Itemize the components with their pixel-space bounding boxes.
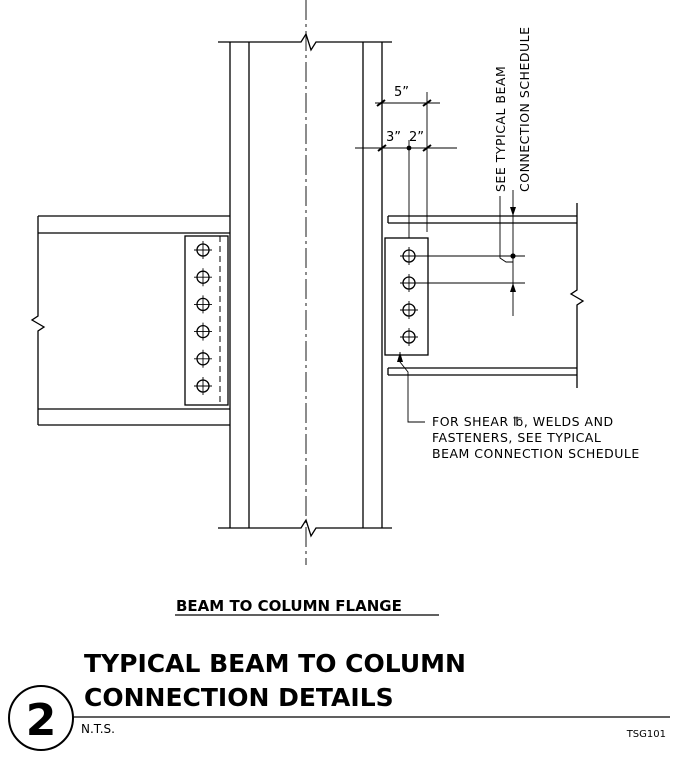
note-shear-plate-2: FASTENERS, SEE TYPICAL bbox=[432, 430, 601, 445]
note-typical-beam-1: SEE TYPICAL BEAM bbox=[493, 66, 508, 192]
dim-vertical-dot bbox=[510, 253, 516, 259]
note-shear-plate-1: FOR SHEAR ℔, WELDS AND bbox=[432, 414, 614, 429]
detail-title-line2: CONNECTION DETAILS bbox=[84, 683, 394, 712]
note-typical-beam-2: CONNECTION SCHEDULE bbox=[517, 27, 532, 192]
bolt bbox=[194, 349, 212, 368]
detail-subtitle: BEAM TO COLUMN FLANGE bbox=[176, 597, 402, 615]
left-beam bbox=[30, 215, 230, 426]
dim-vertical-arrow-top bbox=[510, 207, 516, 216]
detail-title-line1: TYPICAL BEAM TO COLUMN bbox=[84, 649, 466, 678]
note-leader-arrow bbox=[397, 352, 403, 362]
left-bolt-group bbox=[194, 241, 212, 395]
bolt bbox=[194, 241, 212, 259]
title-block: BEAM TO COLUMN FLANGE TYPICAL BEAM TO CO… bbox=[8, 597, 670, 751]
detail-number: 2 bbox=[26, 695, 57, 746]
note-shear-plate-3: BEAM CONNECTION SCHEDULE bbox=[432, 446, 640, 461]
right-shear-plate-outline bbox=[384, 237, 429, 356]
sheet-reference: TSG101 bbox=[626, 729, 666, 740]
left-shear-plate-outline bbox=[184, 235, 229, 406]
note-leader-top bbox=[499, 196, 513, 263]
right-shear-plate bbox=[384, 237, 429, 356]
right-beam bbox=[387, 203, 585, 388]
note-leader-shear-plate bbox=[399, 352, 425, 423]
bolt bbox=[194, 295, 212, 314]
detail-number-circle bbox=[8, 685, 74, 751]
detail-scale: N.T.S. bbox=[81, 722, 115, 736]
dim-5in-tick-left bbox=[376, 99, 386, 107]
dim-vertical-arrow-bottom bbox=[510, 283, 516, 292]
column bbox=[218, 0, 392, 565]
dim-2in-label: 2” bbox=[409, 130, 424, 145]
bolt bbox=[400, 328, 418, 346]
bolt bbox=[194, 377, 212, 395]
notes: SEE TYPICAL BEAM CONNECTION SCHEDULE FOR… bbox=[397, 27, 640, 461]
bolt bbox=[400, 301, 418, 319]
column-break-top bbox=[218, 32, 392, 52]
dim-3in-tick-left bbox=[377, 144, 387, 152]
bolt bbox=[400, 274, 418, 292]
dimensions: 5” 3” 2” bbox=[355, 85, 525, 316]
bolt bbox=[194, 322, 212, 341]
right-beam-break bbox=[569, 203, 585, 388]
column-break-bottom bbox=[218, 518, 392, 538]
left-shear-plate bbox=[184, 235, 229, 406]
dim-3in-label: 3” bbox=[386, 130, 401, 145]
right-bolt-group bbox=[400, 247, 418, 346]
dim-5in-label: 5” bbox=[394, 85, 409, 100]
bolt bbox=[400, 247, 418, 265]
bolt bbox=[194, 268, 212, 287]
left-beam-break bbox=[30, 216, 46, 425]
